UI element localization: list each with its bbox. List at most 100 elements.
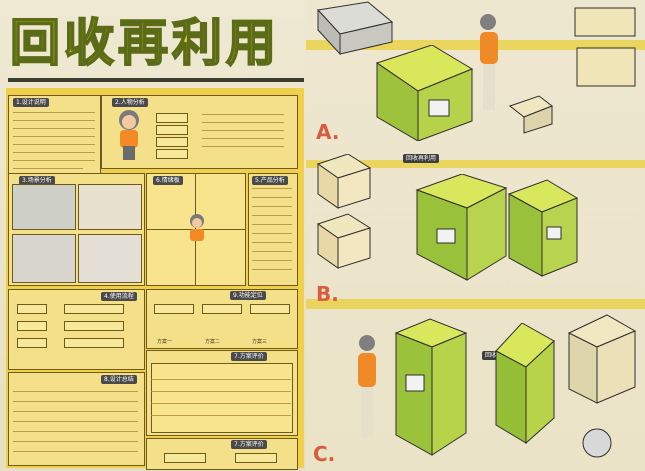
panel-plan-methods: 9.功能定位 方案一 方案二 方案三 bbox=[146, 289, 298, 349]
flow-step bbox=[17, 338, 47, 348]
panel-evaluation: 7.方案评价 bbox=[146, 350, 298, 436]
poster-title: 回收再利用 bbox=[9, 13, 280, 73]
girl-illustration bbox=[119, 110, 139, 160]
bin-a bbox=[375, 45, 474, 141]
highlight-stripe bbox=[306, 40, 645, 50]
panel-tag: 7.方案评价 bbox=[231, 440, 267, 449]
table-line bbox=[151, 379, 291, 380]
panel-design-description: 1.设计说明 bbox=[8, 95, 101, 179]
flow-step bbox=[17, 304, 47, 314]
sketch-box-top bbox=[317, 1, 394, 56]
text-line bbox=[13, 128, 95, 129]
text-line bbox=[252, 224, 292, 225]
text-line bbox=[252, 206, 292, 207]
text-line bbox=[13, 421, 138, 422]
person-sketch bbox=[358, 335, 376, 437]
note-box bbox=[164, 453, 206, 463]
text-line bbox=[13, 391, 138, 392]
text-line bbox=[13, 120, 95, 121]
variant-label-c: C. bbox=[313, 442, 336, 466]
panel-persona: 2.人物分析 bbox=[101, 95, 298, 169]
sketch-label: 回收再利用 bbox=[403, 154, 440, 163]
text-line bbox=[13, 411, 138, 412]
table-line bbox=[151, 403, 291, 404]
bottom-right-sketches bbox=[567, 314, 637, 458]
text-line bbox=[202, 122, 284, 123]
variant-label-b: B. bbox=[316, 282, 339, 306]
text-line bbox=[252, 188, 292, 189]
method-label: 方案一 bbox=[157, 339, 173, 345]
info-chip bbox=[156, 149, 188, 159]
scene-image bbox=[78, 234, 142, 283]
top-right-sketches bbox=[574, 7, 636, 87]
text-line bbox=[202, 138, 284, 139]
panel-tag: 8.设计总结 bbox=[101, 375, 137, 384]
panel-tag: 1.设计说明 bbox=[13, 98, 49, 107]
note-box bbox=[235, 453, 277, 463]
panel-tag: 3.场景分析 bbox=[19, 176, 55, 185]
text-line bbox=[13, 441, 138, 442]
flow-step bbox=[64, 304, 124, 314]
title-divider bbox=[8, 78, 304, 82]
panel-tag: 6.情绪板 bbox=[153, 176, 183, 185]
info-chip bbox=[156, 137, 188, 147]
highlight-stripe bbox=[306, 299, 645, 309]
flow-step bbox=[64, 321, 124, 331]
panel-bottom-note: 7.方案评价 bbox=[146, 438, 298, 470]
text-line bbox=[13, 136, 95, 137]
right-sketch-area: A. B. C. 回收再利用 回收再利用 bbox=[306, 0, 645, 471]
method-box bbox=[202, 304, 242, 314]
text-line bbox=[202, 146, 284, 147]
panel-tag: 4.使用流程 bbox=[101, 292, 137, 301]
sketch-detail bbox=[508, 95, 554, 134]
text-line bbox=[252, 242, 292, 243]
text-line bbox=[13, 451, 138, 452]
bin-b bbox=[415, 174, 579, 281]
text-line bbox=[13, 431, 138, 432]
text-line bbox=[13, 152, 95, 153]
info-chip bbox=[156, 125, 188, 135]
info-chip bbox=[156, 113, 188, 123]
scene-image bbox=[12, 234, 76, 283]
panel-design-summary: 8.设计总结 bbox=[8, 372, 145, 466]
panel-mood-board: 6.情绪板 bbox=[146, 173, 246, 286]
bin-c bbox=[394, 318, 468, 456]
text-line bbox=[202, 130, 284, 131]
flow-step bbox=[64, 338, 124, 348]
text-line bbox=[13, 160, 95, 161]
text-line bbox=[252, 260, 292, 261]
text-line bbox=[252, 233, 292, 234]
text-line bbox=[252, 197, 292, 198]
text-line bbox=[252, 251, 292, 252]
table-line bbox=[151, 415, 291, 416]
person-sketch bbox=[480, 14, 498, 110]
text-line bbox=[202, 114, 284, 115]
method-label: 方案三 bbox=[252, 339, 268, 345]
panel-usage-flow: 4.使用流程 bbox=[8, 289, 145, 370]
method-box bbox=[250, 304, 290, 314]
component-sketch-group bbox=[316, 154, 372, 269]
text-line bbox=[13, 112, 95, 113]
text-line bbox=[13, 144, 95, 145]
girl-illustration bbox=[190, 214, 204, 241]
text-line bbox=[252, 269, 292, 270]
text-line bbox=[13, 168, 83, 169]
flow-step bbox=[17, 321, 47, 331]
panel-tag: 5.产品分析 bbox=[252, 176, 288, 185]
text-line bbox=[13, 401, 138, 402]
panel-tag: 2.人物分析 bbox=[112, 98, 148, 107]
panel-tag: 9.功能定位 bbox=[230, 291, 266, 300]
panel-scene-analysis: 3.场景分析 bbox=[8, 173, 145, 286]
bin-c-side bbox=[495, 323, 555, 445]
highlight-stripe bbox=[306, 160, 645, 168]
scene-image bbox=[12, 184, 76, 230]
panel-product-analysis: 5.产品分析 bbox=[248, 173, 298, 286]
scene-image bbox=[78, 184, 142, 230]
method-box bbox=[154, 304, 194, 314]
method-label: 方案二 bbox=[205, 339, 221, 345]
variant-label-a: A. bbox=[316, 120, 340, 144]
text-line bbox=[252, 215, 292, 216]
table-line bbox=[151, 391, 291, 392]
evaluation-table bbox=[151, 363, 293, 433]
